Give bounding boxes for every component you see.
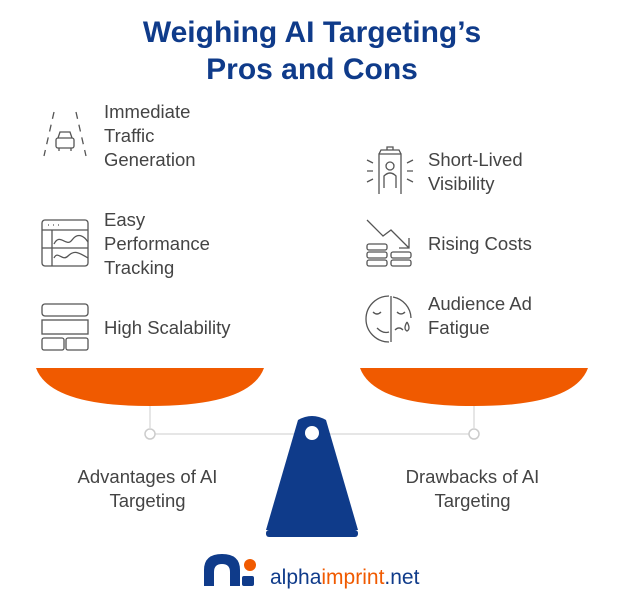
spotlight-person-icon [366, 146, 414, 194]
advantage-item-2: Easy Performance Tracking [104, 209, 210, 278]
drawback-item-3: Audience Ad Fatigue [428, 293, 532, 338]
balance-scale [36, 368, 588, 537]
layout-blocks-icon [41, 303, 89, 351]
right-pan [360, 368, 588, 406]
left-pan [36, 368, 264, 406]
logo-text: alphaimprint.net [270, 566, 419, 590]
title-line2: Pros and Cons [206, 53, 418, 86]
drawback-item-1: Short-Lived Visibility [428, 149, 523, 194]
logo-part2: imprint [321, 566, 385, 589]
logo-mark [204, 554, 256, 586]
coins-trend-icon [366, 219, 412, 267]
drawbacks-label: Drawbacks of AI Targeting [405, 466, 540, 511]
title-line1: Weighing AI Targeting’s [142, 16, 482, 49]
dashboard-chart-icon [41, 219, 89, 267]
advantage-item-1: Immediate Traffic Generation [104, 101, 196, 170]
logo-part3: .net [384, 566, 420, 589]
advantage-item-3: High Scalability [104, 317, 231, 338]
fulcrum [266, 416, 358, 530]
sad-face-icon [365, 295, 412, 343]
drawback-item-2: Rising Costs [428, 233, 532, 254]
road-car-icon [43, 111, 87, 157]
advantages-label: Advantages of AI Targeting [77, 466, 218, 511]
logo-part1: alpha [270, 566, 322, 589]
